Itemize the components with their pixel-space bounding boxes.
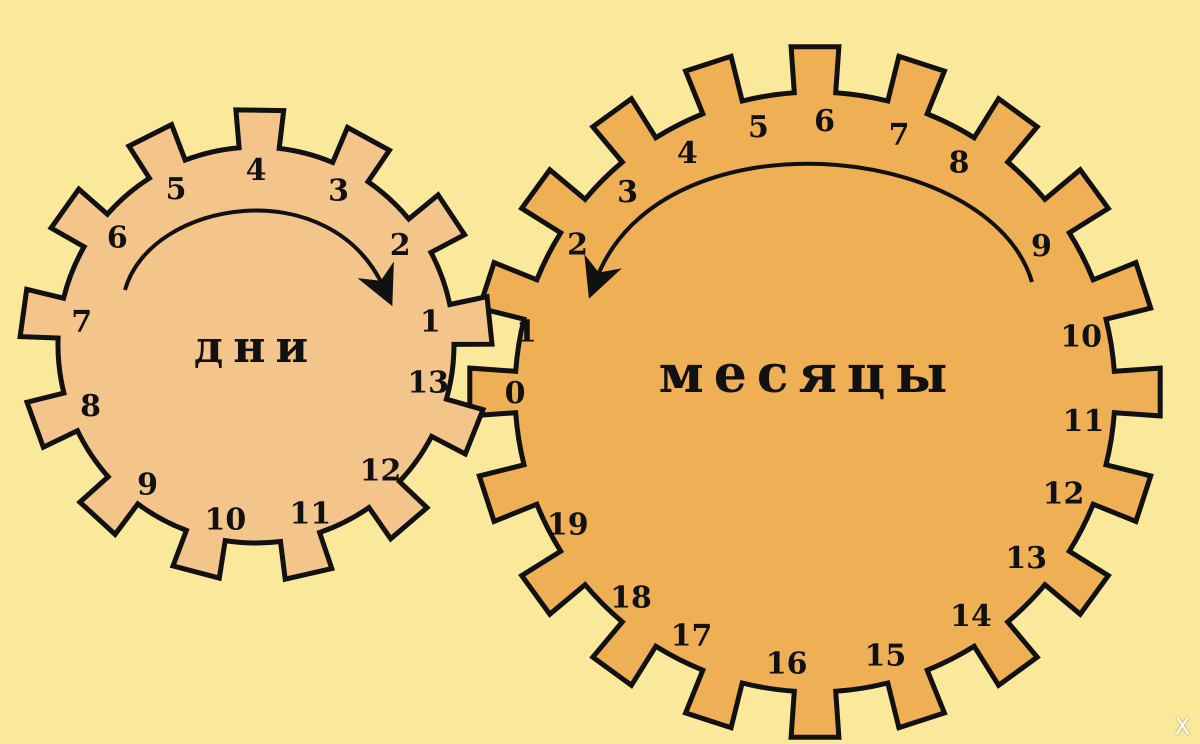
months-number: 13	[1005, 541, 1047, 576]
months-number: 14	[950, 599, 992, 634]
days-number: 11	[290, 496, 332, 531]
months-number: 2	[567, 228, 588, 263]
months-number: 5	[748, 110, 769, 145]
months-number: 12	[1043, 476, 1085, 511]
months-number: 1	[516, 315, 537, 350]
days-number: 6	[107, 221, 128, 256]
days-number: 4	[246, 153, 267, 188]
days-number: 5	[166, 172, 187, 207]
days-number: 7	[71, 305, 92, 340]
days-number: 13	[407, 366, 449, 401]
days-gear	[17, 107, 495, 583]
months-number: 8	[949, 145, 970, 180]
months-number: 0	[505, 376, 526, 411]
months-number: 11	[1063, 404, 1105, 439]
months-number: 19	[547, 508, 589, 543]
days-number: 2	[390, 228, 411, 263]
days-number: 9	[137, 468, 158, 503]
months-number: 9	[1031, 229, 1052, 264]
days-number: 1	[420, 305, 441, 340]
months-rotation-arrow	[584, 161, 1034, 299]
months-number: 4	[677, 136, 698, 171]
days-rotation-arrow	[123, 208, 394, 307]
watermark-logo: X	[1174, 715, 1190, 740]
months-number: 15	[865, 639, 907, 674]
days-number: 12	[360, 454, 402, 489]
months-number: 18	[610, 580, 652, 615]
months-number: 10	[1060, 319, 1102, 354]
days-number: 10	[205, 502, 247, 537]
months-number: 7	[889, 117, 910, 152]
months-number: 3	[617, 175, 638, 210]
months-label: месяцы	[659, 344, 958, 405]
months-number: 6	[814, 104, 835, 139]
days-label: дни	[194, 322, 318, 373]
days-number: 3	[328, 174, 349, 209]
months-number: 17	[671, 618, 713, 653]
days-number: 8	[80, 389, 101, 424]
months-number: 16	[766, 647, 808, 682]
